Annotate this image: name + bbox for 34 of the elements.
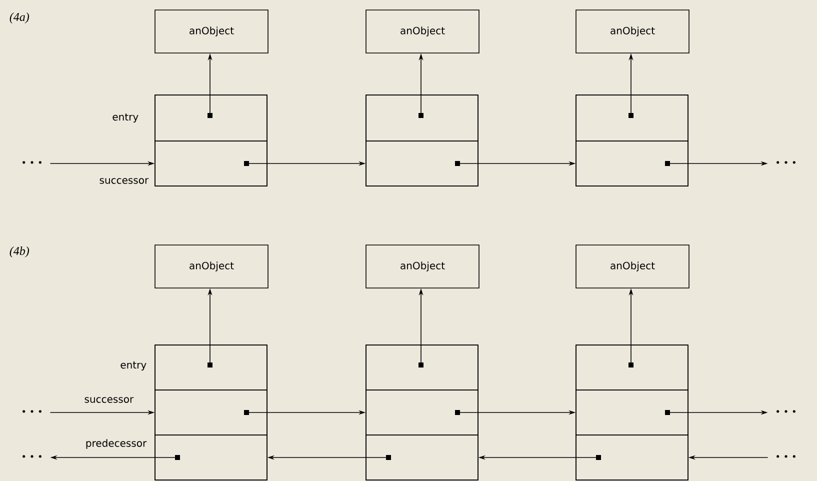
figure-label: (4a) <box>10 12 30 24</box>
object-box: anObject <box>576 244 690 288</box>
cell-field <box>576 344 688 390</box>
object-box: anObject <box>154 244 268 288</box>
ellipsis-dots: • • • <box>776 161 796 164</box>
cell-field <box>576 94 688 142</box>
field-label: successor <box>100 178 149 184</box>
cell-field <box>576 434 688 480</box>
ellipsis-dots: • • • <box>22 455 42 458</box>
cell-field <box>366 94 478 142</box>
cell-field <box>154 140 268 186</box>
field-label: predecessor <box>86 439 147 449</box>
ellipsis-dots: • • • <box>22 410 42 413</box>
object-box: anObject <box>154 10 268 54</box>
object-box: anObject <box>366 244 480 288</box>
ellipsis-dots: • • • <box>776 410 796 413</box>
cell-field <box>576 390 688 436</box>
object-box: anObject <box>576 10 690 54</box>
ellipsis-dots: • • • <box>22 161 42 164</box>
object-box: anObject <box>366 10 480 54</box>
cell-field <box>366 140 478 186</box>
cell-field <box>154 390 268 436</box>
cell-field <box>576 140 688 186</box>
figure-label: (4b) <box>10 246 30 258</box>
cell-field <box>366 434 478 480</box>
cell-field <box>154 434 268 480</box>
field-label: entry <box>120 361 146 371</box>
field-label: entry <box>112 113 138 123</box>
cell-field <box>366 344 478 390</box>
cell-field <box>366 390 478 436</box>
cell-field <box>154 344 268 390</box>
cell-field <box>154 94 268 142</box>
ellipsis-dots: • • • <box>776 455 796 458</box>
field-label: successor <box>84 397 134 403</box>
